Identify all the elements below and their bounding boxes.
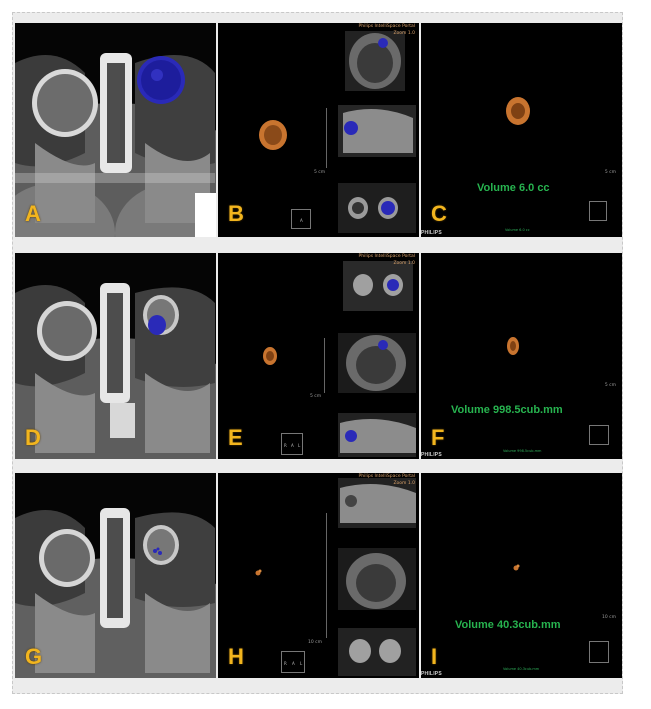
ct-image (15, 473, 216, 678)
panel-label-i: I (431, 644, 438, 669)
orientation-cube (589, 201, 607, 221)
scale-label: 5 cm (604, 383, 616, 388)
panel-i-volume-render: 10 cm Volume 40.3cub.mm Volume 40.3cub.m… (421, 473, 622, 678)
vendor-logo: PHILIPS (421, 230, 442, 236)
panel-label-a: A (25, 201, 41, 226)
panel-d-ct-axial: D (15, 253, 216, 459)
volume-caption: Volume 998.5cub.mm (503, 449, 542, 453)
orientation-cube: R A L (281, 651, 305, 673)
panel-g-ct-axial: G (15, 473, 216, 678)
zoom-text: Zoom 1.0 (393, 481, 415, 486)
vendor-logo: PHILIPS (421, 671, 442, 677)
workspace-image (218, 23, 419, 237)
panel-c-volume-render: 5 cm Volume 6.0 cc Volume 6.0 cc PHILIPS… (421, 23, 622, 237)
zoom-text: Zoom 1.0 (393, 261, 415, 266)
panel-f-volume-render: 5 cm Volume 998.5cub.mm Volume 998.5cub.… (421, 253, 622, 459)
orientation-a: A (291, 443, 294, 448)
figure-grid: A Philips IntelliSpace Portal Zoom 1.0 5… (12, 12, 623, 694)
scale-bar (326, 108, 327, 168)
panel-e-3d-workspace: Philips IntelliSpace Portal Zoom 1.0 5 c… (218, 253, 419, 459)
orientation-cube (589, 425, 609, 445)
zoom-text: Zoom 1.0 (393, 31, 415, 36)
workspace-image (218, 473, 419, 678)
vendor-logo: PHILIPS (421, 452, 442, 458)
orientation-l: L (298, 443, 301, 448)
panel-label-d: D (25, 425, 41, 450)
panel-label-b: B (228, 201, 244, 226)
ct-image (15, 253, 216, 459)
orientation-a: A (300, 218, 303, 223)
volume-render-image (421, 473, 622, 678)
volume-caption: Volume 6.0 cc (505, 228, 530, 232)
panel-a-ct-axial: A (15, 23, 216, 237)
header-text: Philips IntelliSpace Portal (358, 254, 415, 259)
volume-measurement: Volume 6.0 cc (477, 182, 550, 194)
header-text: Philips IntelliSpace Portal (358, 24, 415, 29)
volume-measurement: Volume 40.3cub.mm (455, 619, 561, 631)
scale-label: 5 cm (314, 170, 326, 175)
orientation-r: R (284, 443, 287, 448)
orientation-cube: R A L (281, 433, 303, 455)
volume-render-image (421, 253, 622, 459)
orientation-a: A (292, 661, 295, 666)
panel-b-3d-workspace: Philips IntelliSpace Portal Zoom 1.0 5 c… (218, 23, 419, 237)
volume-caption: Volume 40.3cub.mm (503, 667, 540, 671)
scale-label: 5 cm (310, 394, 322, 399)
scale-label: 10 cm (308, 640, 323, 645)
ct-image (15, 23, 216, 237)
scale-label: 5 cm (604, 170, 616, 175)
volume-render-image (421, 23, 622, 237)
panel-h-3d-workspace: Philips IntelliSpace Portal Zoom 1.0 10 … (218, 473, 419, 678)
scale-bar (326, 513, 327, 638)
scale-label: 10 cm (601, 615, 616, 620)
panel-label-h: H (228, 644, 244, 669)
workspace-image (218, 253, 419, 459)
orientation-cube: A (291, 209, 311, 229)
volume-measurement: Volume 998.5cub.mm (451, 404, 563, 416)
panel-label-e: E (228, 425, 243, 450)
orientation-r: R (284, 661, 287, 666)
panel-label-c: C (431, 201, 447, 226)
orientation-cube (589, 641, 609, 663)
panel-label-f: F (431, 425, 445, 450)
orientation-l: L (300, 661, 303, 666)
scale-bar (324, 338, 325, 393)
panel-label-g: G (25, 644, 43, 669)
header-text: Philips IntelliSpace Portal (358, 474, 415, 479)
